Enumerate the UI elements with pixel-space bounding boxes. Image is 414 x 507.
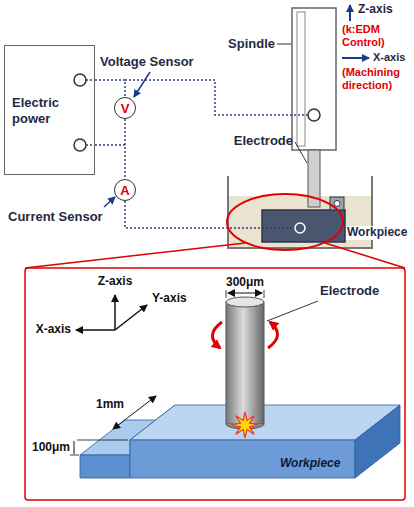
leader-line: [277, 44, 291, 45]
axis-label: Z-axis: [358, 3, 393, 17]
dimension-line: [74, 441, 75, 454]
axis-note: (Machining direction): [342, 66, 412, 91]
dimension-label: 100μm: [32, 441, 70, 455]
slab-face: [80, 455, 130, 478]
zoom-line: [325, 243, 405, 268]
extension-line: [70, 455, 79, 456]
extension-line: [226, 290, 227, 298]
extension-line: [77, 440, 128, 441]
box-label: Electric power: [12, 95, 72, 126]
inset-frame: [25, 268, 405, 500]
zoom-ellipse: [227, 194, 343, 250]
leader-line: [267, 301, 318, 321]
wire: [95, 80, 125, 97]
wire: [95, 145, 125, 179]
workpiece-contact: [295, 223, 305, 233]
spindle-contact: [308, 109, 320, 121]
wire: [125, 80, 308, 115]
dimension-label: 1mm: [96, 398, 124, 412]
voltage-sensor-circle: V: [114, 97, 136, 119]
x-axis-arrow: [342, 57, 369, 59]
spark: [232, 412, 258, 438]
part-name: Voltage Sensor: [100, 55, 194, 70]
pointer-arrow: [104, 197, 115, 207]
axis-label: Y-axis: [152, 292, 187, 306]
axis-note: (k:EDM Control): [342, 23, 412, 48]
fixture-square: [330, 197, 344, 210]
dimension-line: [228, 293, 262, 294]
part-name: Current Sensor: [8, 210, 103, 225]
terminal: [74, 74, 86, 86]
part-name: Workpiece: [280, 457, 340, 471]
dimension-label: 300μm: [226, 276, 264, 290]
axis-label: Z-axis: [98, 275, 133, 289]
part-name: Spindle: [228, 37, 275, 52]
wire: [86, 144, 95, 146]
extension-line: [264, 290, 265, 298]
rotation-arrow: [212, 322, 222, 348]
wire: [124, 119, 126, 145]
electrode-top: [226, 297, 264, 307]
slab-face: [130, 440, 355, 478]
wire: [86, 79, 95, 81]
sensor-symbol: A: [120, 184, 129, 197]
axis-arrow: [76, 329, 115, 331]
wire: [125, 201, 295, 228]
spindle-rod: [297, 12, 305, 146]
axis-arrow: [115, 305, 147, 330]
axis-label: X-axis: [36, 323, 71, 337]
power-supply-box: Electric power: [4, 45, 95, 175]
fixture-dot: [334, 201, 340, 207]
spindle-body: [292, 8, 336, 150]
axis-label: X-axis: [373, 51, 405, 64]
slab-face: [355, 405, 400, 478]
part-name: Electrode: [320, 284, 379, 299]
zoom-line: [25, 243, 245, 268]
part-name: Electrode: [234, 134, 293, 149]
sensor-symbol: V: [121, 102, 130, 115]
part-name: Workpiece: [346, 226, 408, 240]
slab-face: [130, 405, 400, 440]
current-sensor-circle: A: [114, 179, 136, 201]
axis-arrow: [114, 295, 116, 330]
leader-line: [295, 142, 307, 163]
electrode-cylinder: [226, 302, 264, 424]
z-axis-arrow: [349, 5, 351, 21]
terminal: [74, 139, 86, 151]
pointer-arrow: [134, 72, 150, 97]
rotation-arrow: [268, 322, 278, 348]
